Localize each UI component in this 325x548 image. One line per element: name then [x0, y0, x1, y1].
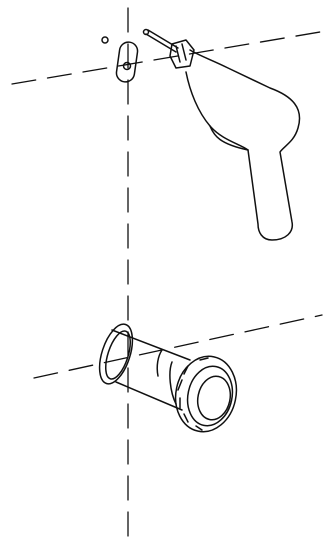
door-hole-icon — [115, 41, 138, 83]
drill-icon — [144, 30, 300, 241]
lower-horizontal-guide-line — [34, 315, 322, 378]
small-hole-icon — [102, 37, 108, 43]
upper-horizontal-guide-line — [12, 32, 320, 84]
